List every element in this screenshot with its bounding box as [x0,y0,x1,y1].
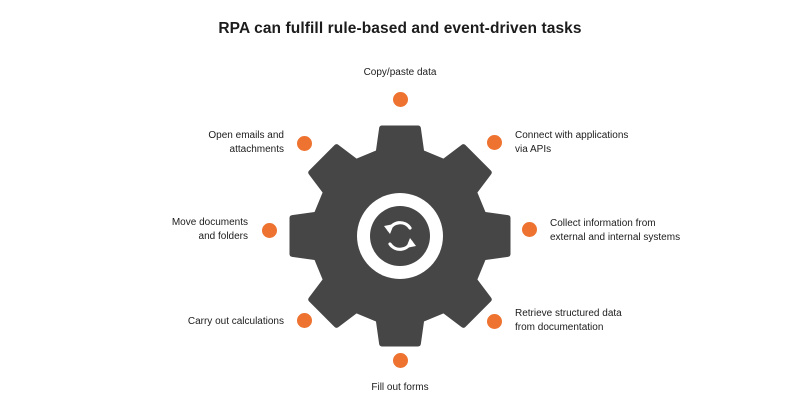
diagram-title: RPA can fulfill rule-based and event-dri… [218,20,582,37]
task-dot-copy-paste [393,92,408,107]
refresh-arrowheads [384,224,416,248]
gear-hub [370,206,430,266]
task-dot-move-documents [262,223,277,238]
task-label-copy-paste: Copy/paste data [363,67,437,78]
task-dot-retrieve-data [487,314,502,329]
task-dot-calculations [297,313,312,328]
task-dot-collect-info [522,222,537,237]
task-dot-open-emails [297,136,312,151]
task-label-calculations: Carry out calculations [187,316,284,327]
task-dot-fill-forms [393,353,408,368]
task-dot-connect-apis [487,135,502,150]
task-label-fill-forms: Fill out forms [371,382,429,393]
